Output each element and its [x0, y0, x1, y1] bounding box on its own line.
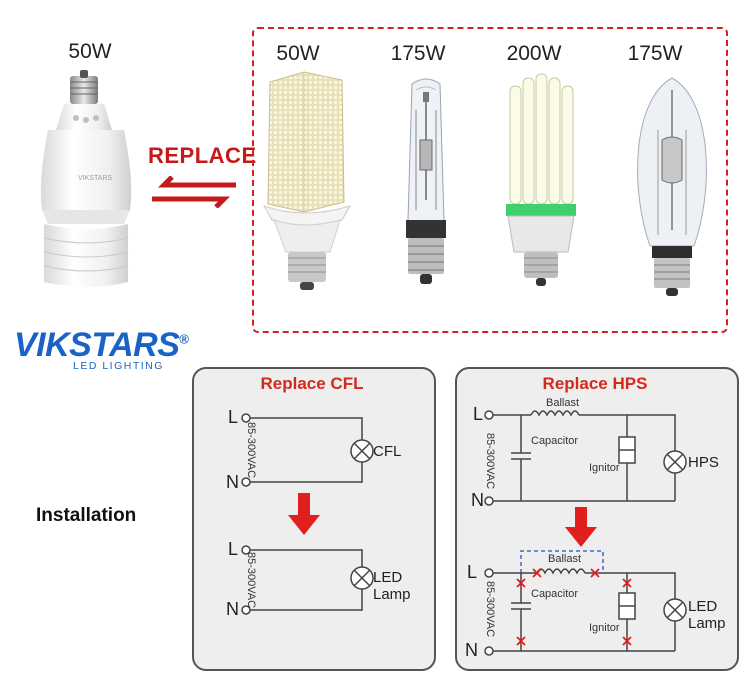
hps-terminal-l-before: L: [473, 404, 484, 424]
cfl-voltage-after: 85-300VAC: [245, 551, 257, 609]
corn-led-bulb-image: [262, 71, 352, 290]
svg-text:VIKSTARS: VIKSTARS: [78, 175, 112, 182]
hps-lamp-label: HPS: [688, 454, 719, 471]
replaced-bulbs-frame: [252, 27, 728, 333]
replaced-bulb-wattage-3: 200W: [506, 42, 562, 65]
cfl-terminal-n-before: N: [226, 472, 239, 492]
replace-hps-panel: [455, 367, 739, 671]
vikstars-led-bulb-image: VIKSTARS: [40, 70, 132, 287]
cfl-terminal-l-after: L: [228, 539, 239, 559]
cfl-bulb-image: [506, 73, 576, 286]
cfl-voltage-before: 85-300VAC: [245, 421, 257, 479]
hps-led-lamp-label: LED Lamp: [688, 598, 726, 632]
cfl-led-lamp-label: LED Lamp: [373, 569, 411, 603]
cfl-panel-title: Replace CFL: [260, 374, 364, 393]
hps-ballast-label-after: Ballast: [548, 553, 582, 565]
hps-ballast-label-before: Ballast: [546, 397, 580, 409]
cfl-terminal-l-before: L: [228, 407, 239, 427]
replaced-bulb-wattage-1: 50W: [276, 42, 320, 65]
logo-subtitle: LED LIGHTING: [73, 360, 164, 372]
replaced-bulb-wattage-2: 175W: [390, 42, 446, 65]
replace-label: REPLACE: [148, 143, 257, 168]
left-bulb-wattage: 50W: [68, 40, 112, 63]
hps-voltage-after: 85-300VAC: [484, 580, 496, 638]
hps-terminal-n-after: N: [465, 640, 478, 660]
hps-wiring-diagram: [484, 410, 687, 656]
logo-name: VIKSTARS: [14, 326, 180, 364]
cfl-wiring-diagram: [241, 413, 374, 615]
hps-panel-title: Replace HPS: [542, 374, 648, 393]
hps-capacitor-label-after: Capacitor: [531, 588, 579, 600]
hps-terminal-l-after: L: [467, 562, 478, 582]
hps-ignitor-label-before: Ignitor: [589, 462, 620, 474]
metal-halide-bulb-image: [637, 77, 707, 296]
installation-label: Installation: [36, 505, 137, 526]
hps-led-lamp-line2: Lamp: [688, 615, 726, 632]
registered-mark: ®: [179, 331, 189, 347]
hps-capacitor-label-before: Capacitor: [531, 435, 579, 447]
hps-voltage-before: 85-300VAC: [484, 432, 496, 490]
vikstars-logo: VIKSTARS®: [14, 326, 189, 365]
replaced-bulb-wattage-4: 175W: [627, 42, 683, 65]
hid-tube-bulb-image: [406, 78, 446, 284]
cfl-led-lamp-line1: LED: [373, 569, 403, 586]
cfl-lamp-label: CFL: [373, 443, 402, 460]
replace-arrows-icon: [152, 176, 236, 208]
hps-ignitor-label-after: Ignitor: [589, 622, 620, 634]
hps-terminal-n-before: N: [471, 490, 484, 510]
hps-led-lamp-line1: LED: [688, 598, 718, 615]
cfl-terminal-n-after: N: [226, 599, 239, 619]
cfl-led-lamp-line2: Lamp: [373, 586, 411, 603]
